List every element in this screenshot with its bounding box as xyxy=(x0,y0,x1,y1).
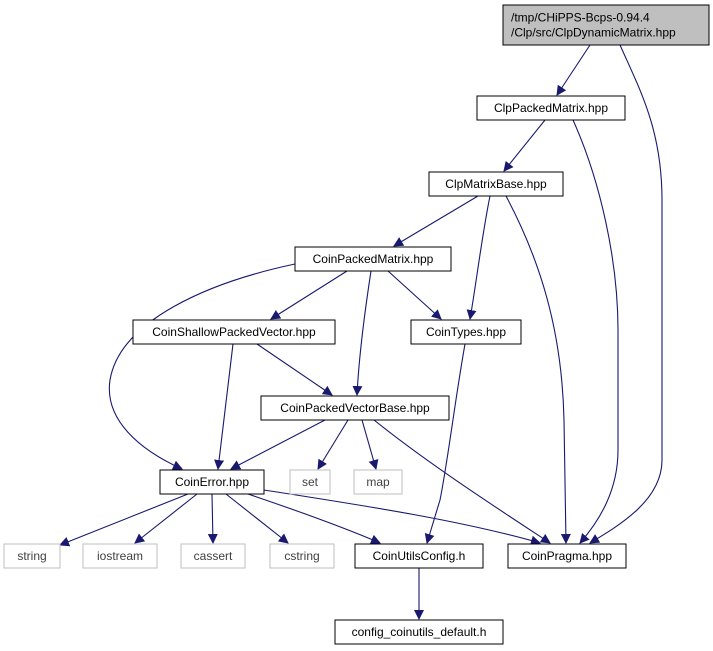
node-coinutilsconfig[interactable]: CoinUtilsConfig.h xyxy=(354,543,484,569)
node-box xyxy=(353,469,403,495)
edge-coinpackedmatrix-to-coinshallowpackedvector xyxy=(270,270,348,320)
node-coinpackedvectorbase[interactable]: CoinPackedVectorBase.hpp xyxy=(260,395,450,421)
node-box xyxy=(476,95,626,121)
node-label: CoinPragma.hpp xyxy=(522,549,612,563)
node-box xyxy=(269,543,335,569)
node-box xyxy=(132,319,336,345)
edge-coinerror-to-string xyxy=(59,493,189,547)
node-label: cassert xyxy=(194,549,233,563)
edge-coinerror-to-cstring xyxy=(225,493,289,544)
edge-coinpackedvectorbase-to-coinpragma xyxy=(373,419,551,544)
node-box xyxy=(507,543,627,569)
node-label: cstring xyxy=(284,549,319,563)
node-label: /tmp/CHiPPS-Bcps-0.94.4 xyxy=(511,11,650,25)
node-label: ClpPackedMatrix.hpp xyxy=(494,101,608,115)
edge-coinerror-to-cassert xyxy=(207,493,218,544)
node-root[interactable]: /tmp/CHiPPS-Bcps-0.94.4/Clp/src/ClpDynam… xyxy=(502,4,710,46)
edge-clppackedmatrix-to-clpmatrixbase xyxy=(503,119,546,172)
node-map: map xyxy=(353,469,403,495)
node-label: iostream xyxy=(97,549,143,563)
dependency-edges xyxy=(59,44,663,620)
node-iostream: iostream xyxy=(82,543,158,569)
node-string: string xyxy=(3,543,61,569)
node-box xyxy=(3,543,61,569)
node-box xyxy=(502,4,710,46)
edge-coinpackedmatrix-to-cointypes xyxy=(387,270,442,320)
node-box xyxy=(428,171,564,197)
node-cassert: cassert xyxy=(180,543,246,569)
node-label: CoinTypes.hpp xyxy=(426,325,506,339)
node-box xyxy=(410,319,522,345)
node-box xyxy=(180,543,246,569)
edge-coinshallowpackedvector-to-coinpackedvectorbase xyxy=(256,343,333,396)
edge-clpmatrixbase-to-coinpragma xyxy=(505,195,571,544)
node-label: CoinShallowPackedVector.hpp xyxy=(152,325,316,339)
node-label: CoinPackedVectorBase.hpp xyxy=(280,401,430,415)
edge-coinpackedvectorbase-to-map xyxy=(361,419,379,470)
node-cstring: cstring xyxy=(269,543,335,569)
node-config_default[interactable]: config_coinutils_default.h xyxy=(334,619,504,645)
edge-coinpackedvectorbase-to-set xyxy=(317,419,349,470)
node-coinerror[interactable]: CoinError.hpp xyxy=(159,469,265,495)
node-label: /Clp/src/ClpDynamicMatrix.hpp xyxy=(511,26,676,40)
edge-coinpackedvectorbase-to-coinerror xyxy=(230,419,326,470)
node-box xyxy=(159,469,265,495)
edge-root-to-clppackedmatrix xyxy=(556,44,591,96)
node-coinshallowpackedvector[interactable]: CoinShallowPackedVector.hpp xyxy=(132,319,336,345)
node-label: set xyxy=(302,475,319,489)
node-coinpragma[interactable]: CoinPragma.hpp xyxy=(507,543,627,569)
edge-coinerror-to-coinutilsconfig xyxy=(247,493,381,545)
edge-coinpackedmatrix-to-coinpackedvectorbase xyxy=(352,270,372,396)
node-label: CoinUtilsConfig.h xyxy=(373,549,466,563)
edge-clpmatrixbase-to-cointypes xyxy=(466,195,491,320)
edge-clpmatrixbase-to-coinpackedmatrix xyxy=(393,195,479,247)
node-box xyxy=(260,395,450,421)
node-label: CoinPackedMatrix.hpp xyxy=(313,252,434,266)
node-box xyxy=(82,543,158,569)
edge-coinpackedmatrix-to-coinerror xyxy=(108,263,296,470)
file-nodes: /tmp/CHiPPS-Bcps-0.94.4/Clp/src/ClpDynam… xyxy=(3,4,710,645)
node-box xyxy=(294,246,452,272)
edge-coinerror-to-iostream xyxy=(134,493,198,544)
edge-cointypes-to-coinutilsconfig xyxy=(424,343,466,544)
node-label: ClpMatrixBase.hpp xyxy=(445,177,547,191)
node-label: map xyxy=(366,475,390,489)
node-box xyxy=(334,619,504,645)
node-box xyxy=(289,469,331,495)
node-label: CoinError.hpp xyxy=(175,475,249,489)
edge-root-to-coinpragma xyxy=(589,44,663,544)
edge-coinshallowpackedvector-to-coinerror xyxy=(214,343,234,470)
node-set: set xyxy=(289,469,331,495)
edge-coinerror-to-coinpragma xyxy=(263,489,541,546)
edge-clppackedmatrix-to-coinpragma xyxy=(572,119,619,544)
node-label: string xyxy=(17,549,46,563)
node-clpmatrixbase[interactable]: ClpMatrixBase.hpp xyxy=(428,171,564,197)
node-box xyxy=(354,543,484,569)
node-clppackedmatrix[interactable]: ClpPackedMatrix.hpp xyxy=(476,95,626,121)
node-label: config_coinutils_default.h xyxy=(352,625,487,639)
node-cointypes[interactable]: CoinTypes.hpp xyxy=(410,319,522,345)
node-coinpackedmatrix[interactable]: CoinPackedMatrix.hpp xyxy=(294,246,452,272)
